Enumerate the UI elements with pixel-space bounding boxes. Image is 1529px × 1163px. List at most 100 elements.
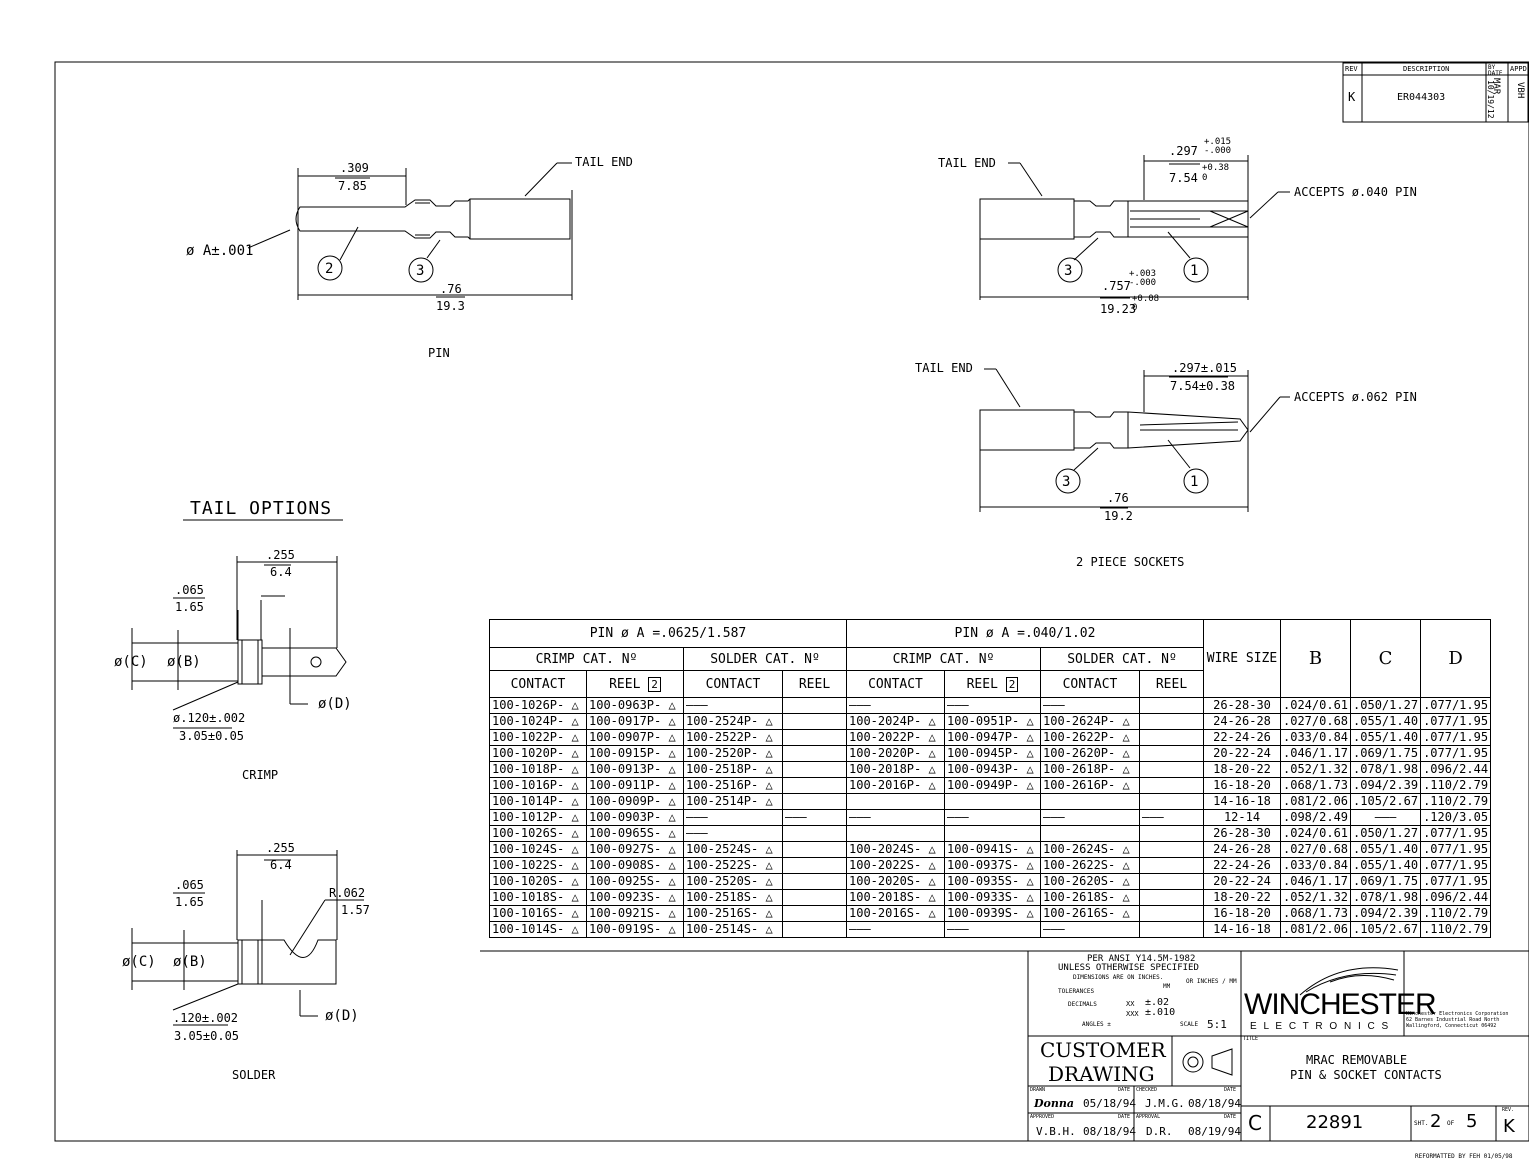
spec-or: OR INCHES / MM [1186, 978, 1237, 985]
crimp-reel-cell: 100-0913P- △ [586, 761, 684, 778]
crimp-dim-165: 1.65 [175, 600, 204, 614]
rev-letter: K [1503, 1116, 1515, 1137]
solder-reel-040-cell [1139, 825, 1204, 842]
socket040-b-mm-plus: +0.08 [1132, 294, 1160, 304]
dim-b-cell: .033/0.84 [1279, 729, 1352, 746]
checked-date-label: DATE [1224, 1087, 1237, 1093]
group1-title: PIN ø A =.0625/1.587 [489, 619, 847, 648]
dim-c-cell: .055/1.40 [1350, 713, 1422, 730]
solder-reel-cell [782, 745, 847, 762]
rev-header: REV [1345, 65, 1358, 73]
solder-contact-cell: 100-2516P- △ [683, 777, 783, 794]
solder-contact-cell: 100-2520S- △ [683, 873, 783, 890]
address-line2: 62 Barnes Industrial Road North [1406, 1017, 1500, 1023]
table-row: 100-1014S- △100-0919S- △100-2514S- △————… [489, 921, 1492, 938]
approved-date: 08/18/94 [1083, 1125, 1136, 1138]
socket040-mm-plus: +0.38 [1202, 163, 1230, 173]
solder-b-label: ø(B) [173, 954, 207, 970]
dim-b-cell: .027/0.68 [1279, 841, 1352, 858]
contact-table: PIN ø A =.0625/1.587 PIN ø A =.040/1.02 … [489, 619, 1492, 938]
crimp-contact-cell: 100-1016S- △ [489, 905, 587, 922]
solder-reel-cell [782, 873, 847, 890]
solder-reel-cell [782, 697, 847, 714]
table-row: 100-1016S- △100-0921S- △100-2516S- △100-… [489, 905, 1492, 922]
sheet-label: SHT. [1414, 1120, 1429, 1127]
solder-c-label: ø(C) [122, 954, 156, 970]
checked-label: CHECKED [1136, 1087, 1158, 1093]
drawing-number: 22891 [1306, 1112, 1364, 1133]
dim-c-cell: .078/1.98 [1350, 889, 1422, 906]
description-value: ER044303 [1397, 92, 1446, 103]
crimp-dim-065: .065 [175, 583, 204, 597]
solder-dim-165: 1.65 [175, 895, 204, 909]
socket040-tol-minus: -.000 [1204, 146, 1232, 156]
crimp-contact-040-cell: ——— [846, 921, 945, 938]
address-line3: Wallingford, Connecticut 06492 [1406, 1023, 1497, 1029]
crimp-dim-305: 3.05±0.05 [179, 729, 245, 743]
crimp-reel-040-cell: 100-0951P- △ [944, 713, 1041, 730]
xxx-label: XXX [1126, 1010, 1139, 1018]
socket062-accepts-label: ACCEPTS ø.062 PIN [1294, 390, 1417, 404]
solder-contact-cell: 100-2514P- △ [683, 793, 783, 810]
dim-b-cell: .024/0.61 [1279, 697, 1352, 714]
sockets-label: 2 PIECE SOCKETS [1076, 555, 1185, 569]
wire-size-cell: 16-18-20 [1203, 777, 1281, 794]
solder-reel-040-cell [1139, 905, 1204, 922]
xx-value: ±.02 [1145, 997, 1170, 1008]
solder-contact-cell: 100-2520P- △ [683, 745, 783, 762]
solder-contact-040-cell: ——— [1040, 809, 1140, 826]
pin-diameter-label: ø A±.001 [186, 243, 254, 259]
crimp-contact-040-cell: 100-2018S- △ [846, 889, 945, 906]
rev-label: REV. [1502, 1107, 1515, 1113]
solder-reel-cell [782, 793, 847, 810]
table-row: 100-1018P- △100-0913P- △100-2518P- △100-… [489, 761, 1492, 778]
pin-callout-3: 3 [416, 263, 425, 279]
crimp-contact-cell: 100-1012P- △ [489, 809, 587, 826]
solder-reel-040-cell [1139, 841, 1204, 858]
crimp-reel-cell: 100-0915P- △ [586, 745, 684, 762]
b-header: B [1279, 619, 1352, 698]
crimp-contact-cell: 100-1026S- △ [489, 825, 587, 842]
scale-label: SCALE [1180, 1021, 1199, 1028]
crimp-contact-cell: 100-1020P- △ [489, 745, 587, 762]
crimp-contact-cell: 100-1020S- △ [489, 873, 587, 890]
socket040-dim-754: 7.54 [1169, 171, 1198, 185]
pin-tail-end-label: TAIL END [575, 155, 633, 169]
approved-date-label: DATE [1118, 1114, 1131, 1120]
wire-size-cell: 26-28-30 [1203, 697, 1281, 714]
crimp-reel-cell: 100-0907P- △ [586, 729, 684, 746]
table-row: 100-1024P- △100-0917P- △100-2524P- △100-… [489, 713, 1492, 730]
solder-contact-040-cell [1040, 793, 1140, 810]
crimp-contact-040-cell: 100-2024P- △ [846, 713, 945, 730]
solder-contact-040-cell: 100-2616S- △ [1040, 905, 1140, 922]
socket062-callout-1: 1 [1190, 474, 1199, 490]
crimp-dim-255: .255 [266, 548, 295, 562]
crimp-reel-cell: 100-0925S- △ [586, 873, 684, 890]
crimp-reel-040-cell: 100-0941S- △ [944, 841, 1041, 858]
c-header: C [1350, 619, 1422, 698]
solder-reel-040-cell [1139, 761, 1204, 778]
solder-contact-cell: ——— [683, 809, 783, 826]
dim-d-cell: .110/2.79 [1420, 921, 1492, 938]
approved-label: APPROVED [1030, 1114, 1055, 1120]
crimp-reel-040-cell: ——— [944, 809, 1041, 826]
revision-block-lines [1342, 62, 1529, 123]
dim-c-cell: .078/1.98 [1350, 761, 1422, 778]
solder-reel-040-cell: ——— [1139, 809, 1204, 826]
socket040-callout-3: 3 [1064, 263, 1073, 279]
crimp-contact-cell: 100-1024P- △ [489, 713, 587, 730]
dim-c-cell: .055/1.40 [1350, 857, 1422, 874]
socket040-b-tol-minus: -.000 [1129, 278, 1157, 288]
crimp-contact-040-cell: 100-2016S- △ [846, 905, 945, 922]
solder-reel-cell [782, 857, 847, 874]
socket040-dim-1923: 19.23 [1100, 302, 1137, 316]
approval-by: D.R. [1146, 1125, 1173, 1138]
crimp-contact-040-cell: ——— [846, 697, 945, 714]
crimp-contact-040-cell: ——— [846, 809, 945, 826]
solder-dim-305: 3.05±0.05 [174, 1029, 240, 1043]
crimp-contact-cell: 100-1018P- △ [489, 761, 587, 778]
wire-size-cell: 18-20-22 [1203, 761, 1281, 778]
pin-callout-2: 2 [325, 261, 334, 277]
solder-contact-cell: 100-2518P- △ [683, 761, 783, 778]
dim-c-cell: .094/2.39 [1350, 905, 1422, 922]
